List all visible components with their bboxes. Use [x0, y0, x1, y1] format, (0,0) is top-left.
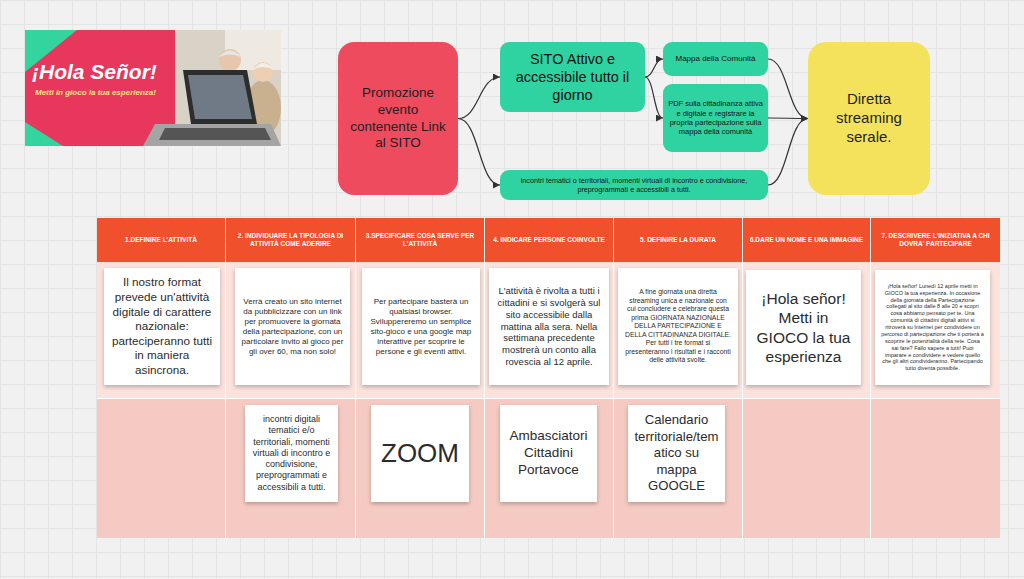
table-rule: [870, 262, 871, 538]
node-text: 3.SPECIFICARE COSA SERVE PER L'ATTIVITÀ: [362, 232, 478, 248]
connector: [458, 119, 500, 186]
process-box: Diretta streaming serale.: [808, 42, 930, 195]
sticky-note: Calendario territoriale/tematico su mapp…: [628, 405, 725, 502]
sticky-note: Il nostro format prevede un'attività dig…: [104, 268, 220, 385]
node-text: Mappa della Comunità: [668, 54, 763, 64]
node-text: Verrà creato un sito internet da pubblic…: [241, 297, 344, 357]
header-cell: 6.DARE UN NOME E UNA IMMAGINE: [743, 218, 870, 262]
node-text: Per partecipare basterà un qualsiasi bro…: [368, 297, 474, 357]
laptop-screen: [183, 70, 257, 124]
connector: [768, 59, 808, 119]
banner-title: ¡Hola Señor!: [32, 60, 157, 84]
person: [219, 49, 241, 71]
sticky-note: ¡Hola señor! Lunedì 12 aprile metti in G…: [875, 270, 990, 385]
table-rule: [225, 262, 226, 538]
sticky-note: ¡Hola señor! Metti in GIOCO la tua esper…: [746, 270, 861, 385]
laptop-base: [143, 124, 281, 146]
banner-ground: [25, 30, 281, 146]
laptop-screen: [188, 75, 252, 119]
sticky-note: L'attività è rivolta a tutti i cittadini…: [489, 268, 609, 385]
person: [219, 51, 241, 58]
connector: [645, 77, 663, 118]
node-text: 7. DESCRIVERE L'INIZIATIVA A CHI DOVRA' …: [877, 232, 994, 248]
table-rule: [742, 262, 743, 538]
node-text: A fine giornata una diretta streaming un…: [624, 288, 732, 364]
table-bands: [97, 262, 1000, 538]
node-text: Promozione evento contenente Link al SIT…: [348, 85, 448, 153]
table-rule: [355, 262, 356, 538]
table-rule: [484, 262, 485, 538]
node-text: ¡Hola señor! Lunedì 12 aprile metti in G…: [881, 283, 984, 372]
table-rule: [97, 398, 1000, 399]
header-cell: 2. INDIVIDUARE LA TIPOLOGIA DI ATTIVITÀ …: [226, 218, 355, 262]
table-rules: [97, 262, 1000, 538]
node-text: 6.DARE UN NOME E UNA IMMAGINE: [749, 236, 864, 244]
process-box: Promozione evento contenente Link al SIT…: [338, 42, 458, 195]
connector: [645, 59, 663, 77]
connector: [458, 77, 500, 119]
node-text: 1.DEFINIRE L'ATTIVITÀ: [103, 236, 219, 244]
header-cell: 5. DEFINIRE LA DURATA: [614, 218, 742, 262]
table-row: [97, 398, 1000, 538]
node-text: L'attività è rivolta a tutti i cittadini…: [495, 285, 603, 368]
node-text: 5. DEFINIRE LA DURATA: [620, 236, 736, 244]
sticky-note: A fine giornata una diretta streaming un…: [618, 268, 738, 385]
banner-accent: [25, 122, 63, 146]
node-text: incontri tematici o territoriali, moment…: [505, 176, 763, 194]
sticky-note: ZOOM: [371, 405, 469, 502]
process-box: Mappa della Comunità: [663, 42, 768, 76]
process-box: PDF sulla cittadinanza attiva e digitale…: [663, 84, 768, 152]
node-text: 2. INDIVIDUARE LA TIPOLOGIA DI ATTIVITÀ …: [232, 232, 349, 248]
laptop-keys: [159, 128, 271, 140]
node-text: PDF sulla cittadinanza attiva e digitale…: [668, 99, 763, 137]
banner-subtitle: Metti in gioco la tua esperienza!: [35, 88, 156, 97]
node-text: incontri digitali tematici e/o territori…: [251, 414, 332, 493]
header-cell: 4. INDICARE PERSONE COINVOLTE: [485, 218, 613, 262]
node-text: ¡Hola señor! Metti in GIOCO la tua esper…: [752, 289, 855, 367]
sticky-note: incontri digitali tematici e/o territori…: [245, 405, 338, 502]
node-text: Il nostro format prevede un'attività dig…: [110, 275, 214, 377]
node-text: SITO Attivo e accessibile tutto il giorn…: [505, 50, 640, 104]
sticky-note: Ambasciatori Cittadini Portavoce: [500, 405, 597, 502]
header-cell: 3.SPECIFICARE COSA SERVE PER L'ATTIVITÀ: [356, 218, 484, 262]
header-cell: 1.DEFINIRE L'ATTIVITÀ: [97, 218, 225, 262]
process-box: SITO Attivo e accessibile tutto il giorn…: [500, 42, 645, 112]
banner-illustration: [25, 30, 281, 146]
header-cell: 7. DESCRIVERE L'INIZIATIVA A CHI DOVRA' …: [871, 218, 1000, 262]
node-text: Ambasciatori Cittadini Portavoce: [506, 428, 591, 479]
sticky-note: Verrà creato un sito internet da pubblic…: [235, 268, 350, 385]
connector: [768, 119, 808, 186]
node-text: 4. INDICARE PERSONE COINVOLTE: [491, 236, 607, 244]
sticky-note: Per partecipare basterà un qualsiasi bro…: [362, 268, 480, 385]
node-text: Calendario territoriale/tematico su mapp…: [634, 412, 719, 494]
node-text: ZOOM: [377, 437, 463, 470]
table-row: [97, 262, 1000, 398]
person: [253, 62, 273, 82]
person: [253, 63, 274, 70]
table-rule: [613, 262, 614, 538]
process-box: incontri tematici o territoriali, moment…: [500, 170, 768, 200]
connector: [768, 117, 808, 119]
node-text: Diretta streaming serale.: [818, 90, 920, 146]
